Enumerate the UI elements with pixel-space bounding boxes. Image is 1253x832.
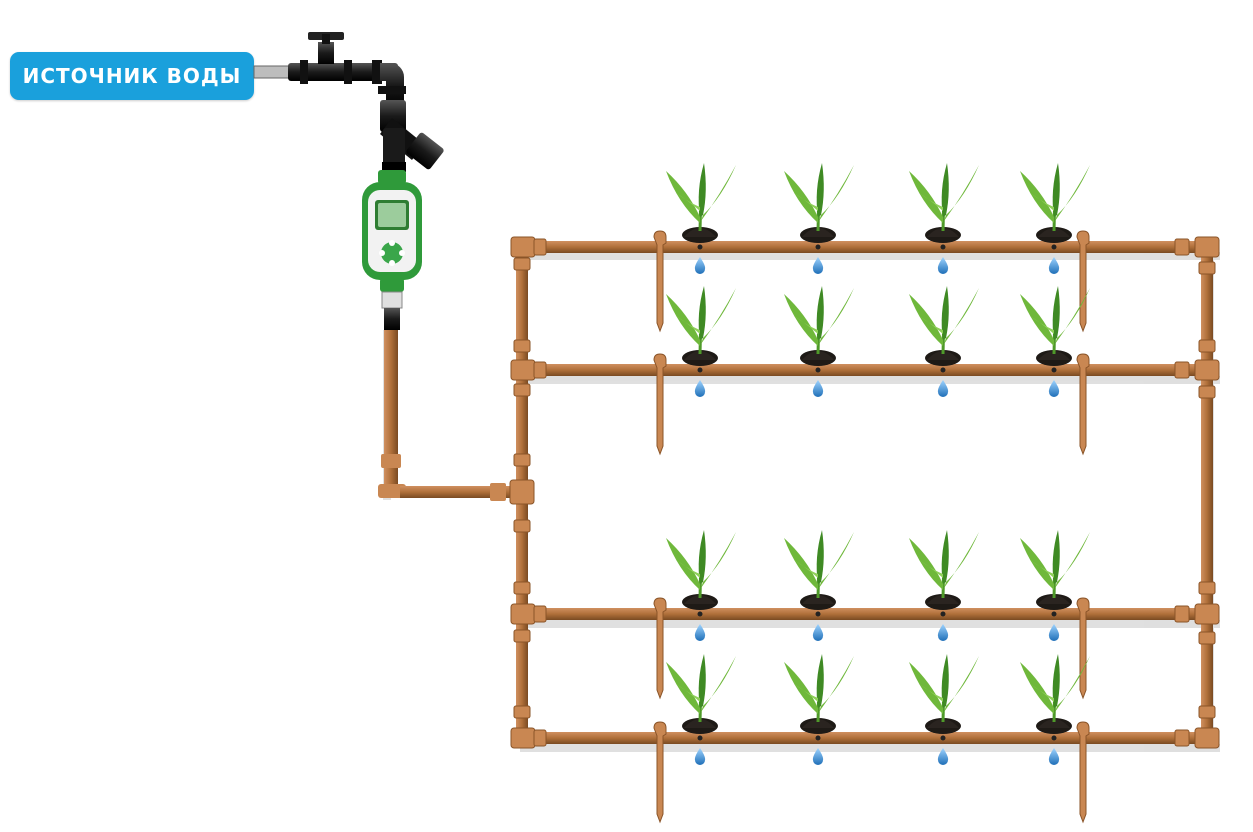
water-drop-icon <box>812 367 824 397</box>
lateral-row-2 <box>516 364 1213 376</box>
plant-icon <box>1020 286 1090 366</box>
lateral-row-3 <box>516 608 1213 620</box>
plant-icon <box>909 654 979 734</box>
water-drop-icon <box>1048 611 1060 641</box>
pipe-stake-icon <box>1076 597 1090 700</box>
plant-icon <box>666 530 736 610</box>
water-timer-icon <box>362 170 422 330</box>
pipe-stake-icon <box>653 230 667 333</box>
source-pipe <box>253 60 406 107</box>
lateral-row-4 <box>516 732 1213 744</box>
water-drop-icon <box>937 735 949 765</box>
plant-icon <box>784 286 854 366</box>
pipe-stake-icon <box>1076 721 1090 824</box>
plant-icon <box>909 530 979 610</box>
plant-icon <box>784 163 854 243</box>
water-drop-icon <box>937 367 949 397</box>
pipe-stake-icon <box>653 721 667 824</box>
water-drop-icon <box>812 244 824 274</box>
water-drop-icon <box>694 244 706 274</box>
plant-icon <box>666 286 736 366</box>
filter-icon <box>380 100 444 172</box>
water-drop-icon <box>1048 735 1060 765</box>
plant-icon <box>784 530 854 610</box>
water-drop-icon <box>1048 367 1060 397</box>
plant-icon <box>666 163 736 243</box>
plant-icon <box>1020 654 1090 734</box>
right-manifold <box>1201 246 1213 742</box>
water-drop-icon <box>1048 244 1060 274</box>
water-drop-icon <box>694 611 706 641</box>
water-drop-icon <box>694 735 706 765</box>
plants <box>666 163 1090 734</box>
pipe-stake-icon <box>1076 353 1090 456</box>
water-source-label: источник воды <box>10 52 254 100</box>
plant-icon <box>784 654 854 734</box>
plant-icon <box>666 654 736 734</box>
plant-icon <box>1020 163 1090 243</box>
supply-pipe <box>378 330 520 501</box>
water-drop-icon <box>937 611 949 641</box>
water-drop-icon <box>694 367 706 397</box>
pipe-stake-icon <box>653 597 667 700</box>
pipe-fittings <box>509 236 1220 749</box>
water-source-text: источник воды <box>22 64 242 88</box>
tap-icon <box>308 32 344 64</box>
pipe-stake-icon <box>653 353 667 456</box>
pipe-stakes <box>653 230 1090 824</box>
water-drops <box>694 244 1060 765</box>
plant-icon <box>909 163 979 243</box>
plant-icon <box>909 286 979 366</box>
water-drop-icon <box>812 611 824 641</box>
water-drop-icon <box>937 244 949 274</box>
plant-icon <box>1020 530 1090 610</box>
lateral-row-1 <box>516 241 1213 253</box>
water-drop-icon <box>812 735 824 765</box>
